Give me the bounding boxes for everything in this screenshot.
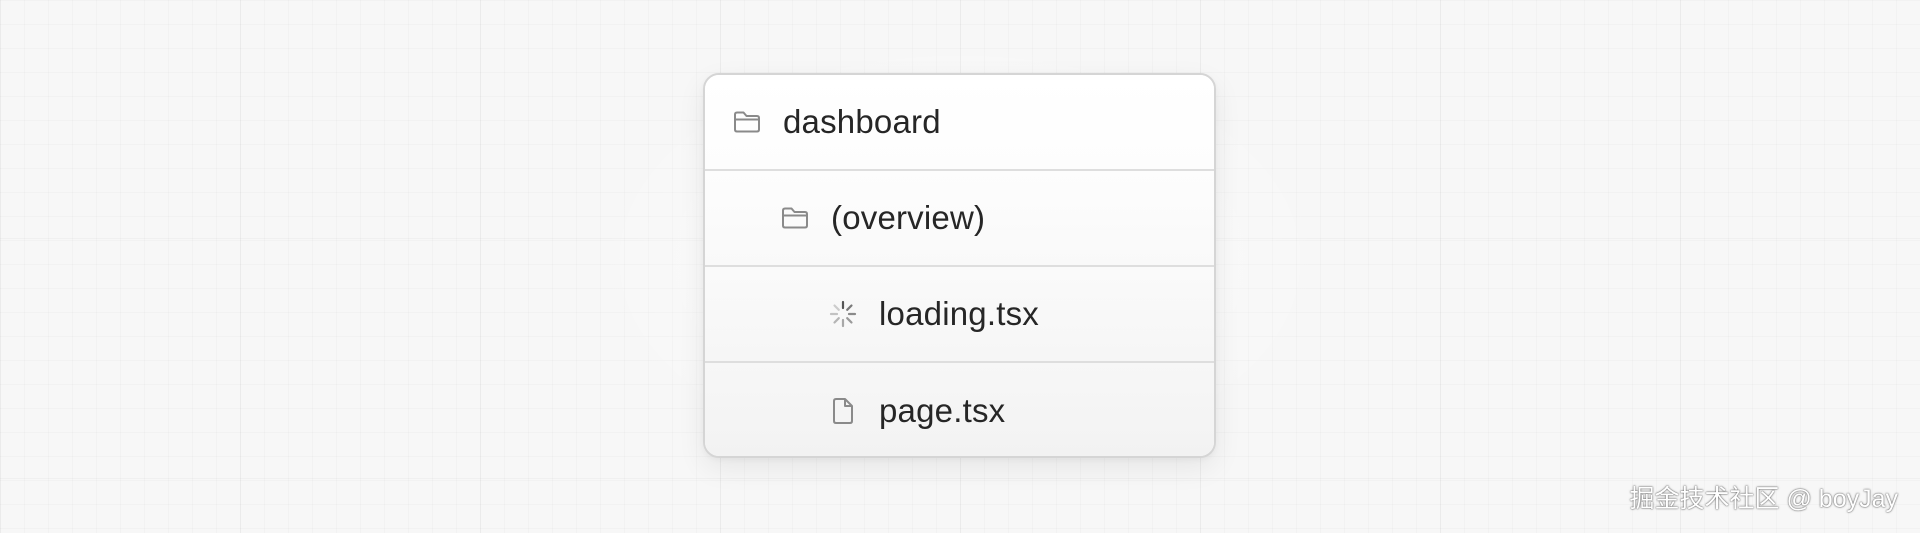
- tree-row-label: page.tsx: [879, 392, 1006, 429]
- loading-spinner-icon: [827, 298, 859, 330]
- tree-row-overview[interactable]: (overview): [705, 171, 1214, 267]
- tree-row-label: dashboard: [783, 103, 941, 140]
- tree-row-loading[interactable]: loading.tsx: [705, 267, 1214, 363]
- file-tree: dashboard (overview) loading.tsx: [703, 73, 1216, 458]
- tree-row-dashboard[interactable]: dashboard: [705, 75, 1214, 171]
- folder-icon: [779, 202, 811, 234]
- tree-row-page[interactable]: page.tsx: [705, 363, 1214, 456]
- tree-row-label: loading.tsx: [879, 295, 1039, 332]
- file-icon: [827, 395, 859, 427]
- tree-row-label: (overview): [831, 199, 986, 236]
- folder-icon: [731, 106, 763, 138]
- watermark: 掘金技术社区 @ boyJay: [1629, 485, 1898, 513]
